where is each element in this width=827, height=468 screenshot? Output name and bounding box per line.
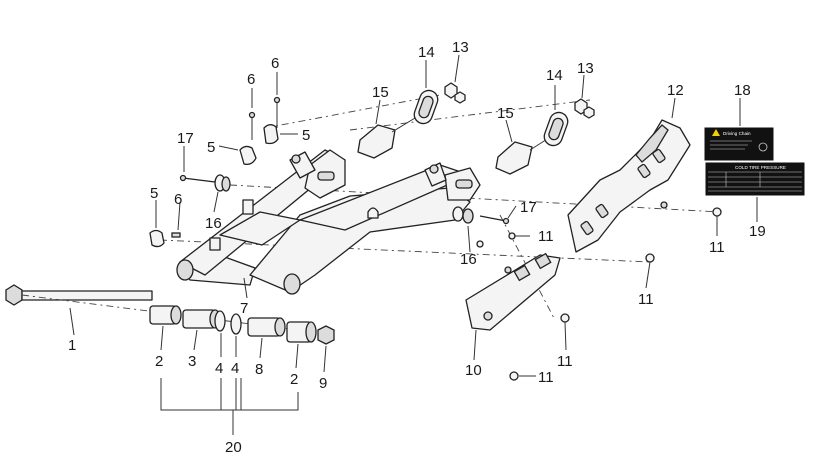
callout-13a: 13	[452, 39, 469, 56]
nut-13b	[574, 98, 595, 119]
axle-nut-9	[317, 325, 335, 345]
callout-15a: 15	[372, 84, 389, 101]
chain-adjuster-15a	[357, 117, 416, 159]
clip-5a	[239, 145, 257, 166]
screw-11a	[476, 240, 484, 248]
screw-11f	[712, 207, 722, 217]
screw-6b	[273, 96, 281, 128]
callout-3: 3	[188, 353, 196, 370]
warning-label-18: Driving Chain	[704, 127, 774, 161]
callout-6b: 6	[271, 55, 279, 72]
callout-9: 9	[319, 375, 327, 392]
callout-18: 18	[734, 82, 751, 99]
callout-7: 7	[240, 300, 248, 317]
bushing-16b	[452, 206, 474, 224]
callout-17b: 17	[520, 199, 537, 216]
chain-adjuster-15b	[495, 135, 553, 175]
callout-2a: 2	[155, 353, 163, 370]
washer-4a	[214, 310, 226, 332]
callout-11d: 11	[557, 353, 573, 370]
callout-16b: 16	[460, 251, 477, 268]
screw-11d	[560, 313, 570, 323]
callout-11c: 11	[638, 291, 654, 308]
spacer-8	[247, 317, 286, 337]
nut-13a	[444, 82, 466, 104]
screw-6a	[248, 111, 256, 140]
clip-5b	[263, 124, 279, 145]
callout-5c: 5	[150, 185, 158, 202]
callout-6c: 6	[174, 191, 182, 208]
callout-8: 8	[255, 361, 263, 378]
clip-5c	[149, 229, 165, 248]
chain-slider-10	[465, 252, 561, 331]
callout-5b: 5	[302, 127, 310, 144]
tire-label-title: COLD TIRE PRESSURE	[735, 165, 786, 170]
callout-16a: 16	[205, 215, 222, 232]
callout-14a: 14	[418, 44, 435, 61]
callout-11a: 11	[538, 228, 554, 245]
washer-4b	[230, 313, 242, 335]
callout-20: 20	[225, 439, 242, 456]
adjuster-plate-14b	[543, 111, 569, 147]
callout-4b: 4	[231, 360, 239, 377]
callout-15b: 15	[497, 105, 514, 122]
callout-5a: 5	[207, 139, 215, 156]
callout-17a: 17	[177, 130, 194, 147]
adjuster-plate-14a	[413, 89, 439, 125]
swingarm	[176, 149, 481, 295]
screw-6c	[171, 232, 181, 238]
leader-lines	[69, 54, 758, 435]
assembly-centerlines	[159, 94, 721, 321]
callout-6a: 6	[247, 71, 255, 88]
spacer-bushing-2b	[286, 321, 317, 343]
tire-pressure-label-19: COLD TIRE PRESSURE	[705, 162, 805, 196]
callout-14b: 14	[546, 67, 563, 84]
bushing-16a	[214, 174, 231, 192]
callout-11b: 11	[709, 239, 725, 256]
bolt-17a	[179, 174, 216, 183]
callout-2b: 2	[290, 371, 298, 388]
warning-label-title: Driving Chain	[723, 131, 751, 136]
screw-11e	[509, 371, 519, 381]
callout-19: 19	[749, 223, 766, 240]
callout-numbers: 1 2 3 4 4 8 2 9 7 10 20 6 6 5 5 17 16 5 …	[68, 39, 766, 456]
chain-guard-12	[567, 119, 691, 253]
callout-12: 12	[667, 82, 684, 99]
screw-11c	[645, 253, 655, 263]
spacer-bushing-2a	[149, 305, 182, 325]
callout-13b: 13	[577, 60, 594, 77]
callout-1: 1	[68, 337, 76, 354]
callout-4a: 4	[215, 360, 223, 377]
callout-10: 10	[465, 362, 482, 379]
bolt-17b	[479, 215, 510, 225]
callout-11e: 11	[538, 369, 554, 386]
